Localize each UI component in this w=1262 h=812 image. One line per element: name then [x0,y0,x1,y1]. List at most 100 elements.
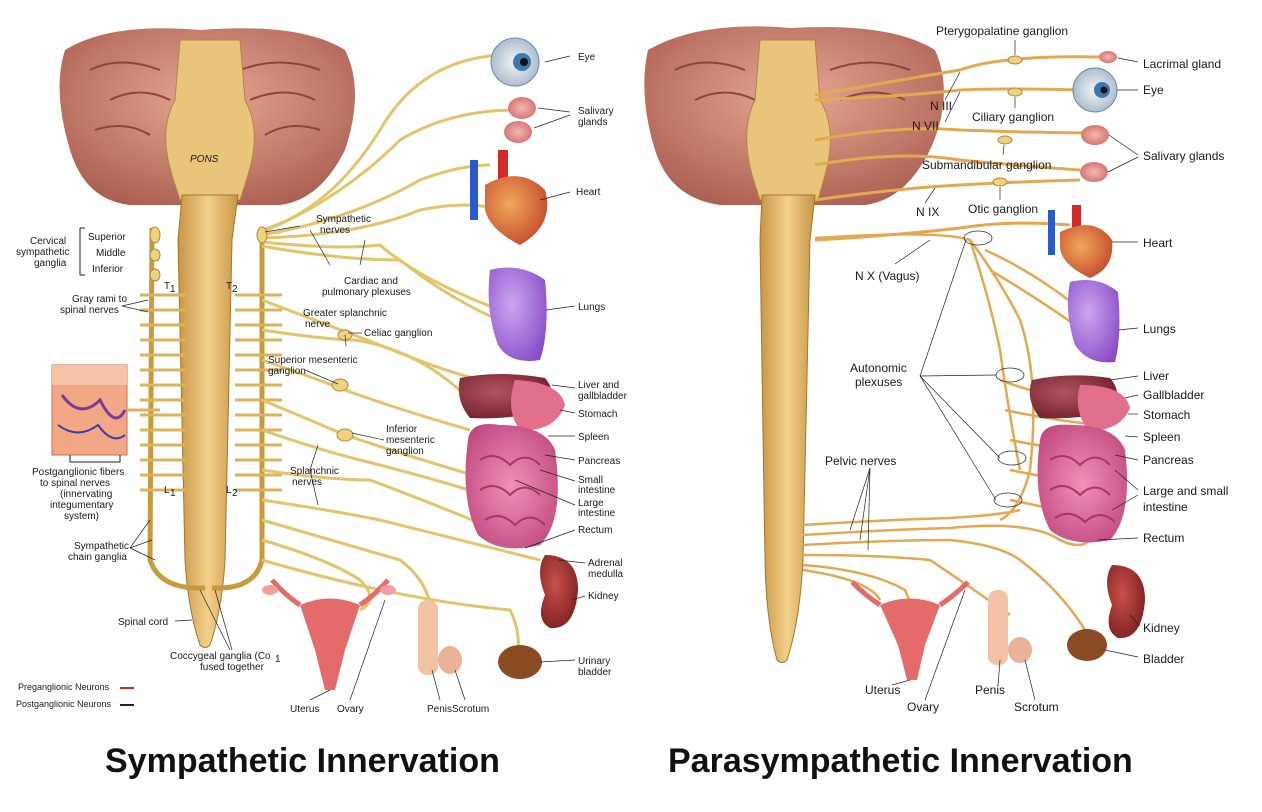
label-liver-2: gallbladder [578,391,628,402]
label-spinal-cord: Spinal cord [118,617,168,628]
legend-post-label: Postganglionic Neurons [16,699,112,709]
label-l1-sub: 1 [170,488,176,499]
label-chain-2: chain ganglia [68,552,127,563]
label-greater-splanchnic-2: nerve [305,319,330,330]
label-intestine-2: intestine [1143,500,1188,514]
label-rectum: Rectum [578,525,612,536]
label-eye-right: Eye [1143,83,1164,97]
label-liver-1: Liver and [578,380,619,391]
label-salivary-1: Salivary [578,106,614,117]
label-inferior-mesenteric-2: mesenteric [386,435,435,446]
label-cervical-1: Cervical [30,236,66,247]
spinal-cord-right [759,194,816,663]
label-autonomic-1: Autonomic [850,361,907,375]
label-liver-right: Liver [1143,369,1169,383]
label-symp-nerves-2: nerves [320,225,350,236]
label-t1: T [164,281,170,292]
label-pancreas: Pancreas [578,456,620,467]
label-l2-sub: 2 [232,488,238,499]
label-inferior: Inferior [92,264,124,275]
label-postganglionic-3: (innervating [60,489,112,500]
lungs-right [1067,279,1120,363]
label-kidney: Kidney [588,591,619,602]
label-adrenal-1: Adrenal [588,558,622,569]
label-kidney-right: Kidney [1143,621,1180,635]
label-lungs-right: Lungs [1143,322,1176,336]
kidney-left [540,555,578,629]
label-cardiac-2: pulmonary plexuses [322,287,411,298]
label-otic: Otic ganglion [968,202,1038,216]
label-ovary: Ovary [337,704,364,715]
uterus-left [262,578,396,690]
label-stomach-right: Stomach [1143,408,1190,422]
label-t1-sub: 1 [170,284,176,295]
label-small-intestine-1: Small [578,475,603,486]
bladder-left [498,645,542,679]
label-heart-right: Heart [1143,236,1173,250]
kidney-right [1107,565,1145,639]
cervical-bracket [79,227,85,276]
uterus-right [850,580,970,680]
label-t2-sub: 2 [232,284,238,295]
label-pancreas-right: Pancreas [1143,453,1194,467]
label-spleen: Spleen [578,432,609,443]
eye-right [1072,67,1118,113]
spinal-nerve-rami [140,293,282,492]
cranial-nerves [814,55,1101,242]
skin-block [51,364,160,456]
parasympathetic-leaders [849,40,1141,701]
label-n7: N VII [912,119,939,133]
label-pterygopalatine: Pterygopalatine ganglion [936,24,1068,38]
label-salivary-2: glands [578,117,607,128]
sympathetic-panel: PONS [16,28,628,780]
lungs-left [488,267,547,361]
label-superior: Superior [88,232,126,243]
label-spleen-right: Spleen [1143,430,1180,444]
label-pelvic: Pelvic nerves [825,454,896,468]
label-splanchnic-1: Splanchnic [290,466,339,477]
bladder-right [1067,629,1107,661]
label-ovary-right: Ovary [907,700,939,714]
label-rectum-right: Rectum [1143,531,1184,545]
label-adrenal-2: medulla [588,569,623,580]
label-salivary-right: Salivary glands [1143,149,1224,163]
label-cardiac-1: Cardiac and [344,276,398,287]
label-postganglionic-2: to spinal nerves [40,478,110,489]
salivary-left [504,97,536,143]
label-inferior-mesenteric-3: ganglion [386,446,424,457]
pelvic-nerves [802,508,1091,631]
legend: Preganglionic Neurons Postganglionic Neu… [16,682,134,709]
label-gray-rami-2: spinal nerves [60,305,119,316]
penis-right [988,590,1032,665]
pons-label: PONS [190,154,219,165]
label-n3: N III [930,99,952,113]
label-postganglionic-5: system) [64,511,99,522]
label-gallbladder: Gallbladder [1143,388,1204,402]
label-middle: Middle [96,248,126,259]
label-bladder-right: Bladder [1143,652,1184,666]
label-inferior-mesenteric-1: Inferior [386,424,418,435]
label-cervical-3: ganglia [34,258,67,269]
liver-left [458,374,565,431]
label-penis-right: Penis [975,683,1005,697]
label-superior-mesenteric-1: Superior mesenteric [268,355,357,366]
label-scrotum-right: Scrotum [1014,700,1059,714]
skin-bracket [69,455,121,463]
label-lungs: Lungs [578,302,605,313]
label-cervical-2: sympathetic [16,247,69,258]
label-l1: L [164,485,170,496]
lacrimal-gland [1099,51,1117,63]
label-bladder-2: bladder [578,667,612,678]
label-intestine-1: Large and small [1143,484,1228,498]
label-scrotum: Scrotum [452,704,489,715]
label-small-intestine-2: intestine [578,485,616,496]
label-uterus-right: Uterus [865,683,900,697]
label-large-intestine-2: intestine [578,508,616,519]
label-submandibular: Submandibular ganglion [922,158,1051,172]
liver-right [1029,375,1130,431]
label-heart: Heart [576,187,601,198]
label-autonomic-2: plexuses [855,375,902,389]
label-coccygeal-1: Coccygeal ganglia (Co [170,651,271,662]
autonomic-plexus-rings [963,230,1027,508]
